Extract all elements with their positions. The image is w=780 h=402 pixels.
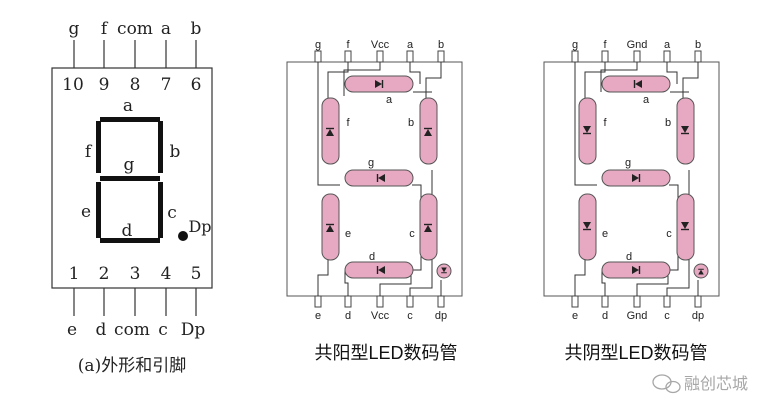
pa-seg-a <box>100 117 160 122</box>
pa-bot-label-1: d <box>96 320 107 340</box>
pb-seg-label-e: e <box>345 228 351 240</box>
pa-segments <box>96 117 163 243</box>
pa-bot-label-2: com <box>114 320 150 340</box>
panel-a-package: g f com a b 10 9 8 7 6 1 2 3 4 5 e d com… <box>51 19 213 376</box>
pa-seg-label-f: f <box>85 142 93 162</box>
pa-bot-num-2: 3 <box>130 264 141 284</box>
pa-top-num-3: 7 <box>161 75 172 95</box>
pa-top-label-2: com <box>117 19 153 39</box>
pa-seg-c <box>158 182 163 238</box>
pb-caption: 共阳型LED数码管 <box>314 343 457 363</box>
pa-top-label-0: g <box>69 19 80 39</box>
pb-bot-pin-3: c <box>407 310 413 322</box>
pa-top-label-4: b <box>191 19 202 39</box>
pb-bot-pin-1: d <box>345 310 351 322</box>
pc-bot-pin-2: Gnd <box>627 310 648 322</box>
pc-top-pin-0: g <box>572 39 578 51</box>
pc-seg-label-f: f <box>603 117 607 129</box>
pa-seg-b <box>158 121 163 173</box>
pc-bot-pin-3: c <box>664 310 670 322</box>
pb-top-pin-4: b <box>438 39 444 51</box>
pb-seg-label-g: g <box>368 157 374 169</box>
pa-seg-f <box>96 121 101 173</box>
pa-bot-label-3: c <box>158 320 168 340</box>
pc-seg-label-b: b <box>665 117 671 129</box>
pc-bot-pin-4: dp <box>692 310 704 322</box>
pb-top-pin-0: g <box>315 39 321 51</box>
pa-seg-label-dp: Dp <box>188 217 211 236</box>
pa-seg-label-a: a <box>123 96 133 116</box>
pa-top-label-1: f <box>101 19 109 39</box>
pb-seg-label-b: b <box>408 117 414 129</box>
pa-seg-g <box>100 176 160 181</box>
pc-seg-label-c: c <box>666 228 672 240</box>
wechat-icon <box>652 374 681 394</box>
watermark: 融创芯城 <box>652 374 748 394</box>
pb-seg-label-a: a <box>386 94 393 106</box>
pa-top-label-3: a <box>161 19 171 39</box>
pa-top-num-0: 10 <box>62 75 84 95</box>
pa-seg-label-e: e <box>81 202 91 222</box>
watermark-text: 融创芯城 <box>684 375 748 393</box>
pc-bot-pin-1: d <box>602 310 608 322</box>
pc-top-pin-4: b <box>695 39 701 51</box>
pb-top-pin-2: Vcc <box>371 39 390 51</box>
panel-b-common-anode: a b c d e f g g f Vcc a b e d Vcc c dp 共… <box>286 39 463 363</box>
pa-caption: (a)外形和引脚 <box>78 356 186 376</box>
pc-seg-label-d: d <box>626 251 632 263</box>
pa-bot-label-4: Dp <box>181 320 206 340</box>
panel-c-common-cathode: a b c d e f g g f Gnd a b e d Gnd c dp 共… <box>543 39 720 363</box>
pb-seg-label-c: c <box>409 228 415 240</box>
pc-seg-label-e: e <box>602 228 608 240</box>
pa-bot-num-4: 5 <box>191 264 202 284</box>
pc-top-pin-2: Gnd <box>627 39 648 51</box>
pa-bot-num-3: 4 <box>161 264 172 284</box>
pc-top-pin-1: f <box>603 39 607 51</box>
pa-seg-label-d: d <box>122 221 133 241</box>
pc-seg-label-a: a <box>643 94 650 106</box>
pa-bot-label-0: e <box>67 320 77 340</box>
pb-bot-pin-0: e <box>315 310 321 322</box>
pc-bot-pin-0: e <box>572 310 578 322</box>
pa-top-num-2: 8 <box>130 75 141 95</box>
pa-bot-num-1: 2 <box>99 264 110 284</box>
pb-top-pin-1: f <box>346 39 350 51</box>
pa-bot-num-0: 1 <box>69 264 80 284</box>
pb-top-pin-3: a <box>407 39 414 51</box>
pc-top-pin-3: a <box>664 39 671 51</box>
pb-seg-label-f: f <box>346 117 350 129</box>
pb-bot-pin-2: Vcc <box>371 310 390 322</box>
pa-top-num-1: 9 <box>99 75 110 95</box>
pc-caption: 共阴型LED数码管 <box>564 343 707 363</box>
pb-seg-label-d: d <box>369 251 375 263</box>
pa-seg-label-g: g <box>124 155 135 175</box>
pa-seg-d <box>100 238 160 243</box>
pa-seg-e <box>96 182 101 238</box>
pc-seg-label-g: g <box>625 157 631 169</box>
pa-seg-dp <box>178 231 188 241</box>
pb-bot-pin-4: dp <box>435 310 447 322</box>
pa-seg-label-c: c <box>167 203 177 223</box>
pa-seg-label-b: b <box>170 142 181 162</box>
pa-top-num-4: 6 <box>191 75 202 95</box>
